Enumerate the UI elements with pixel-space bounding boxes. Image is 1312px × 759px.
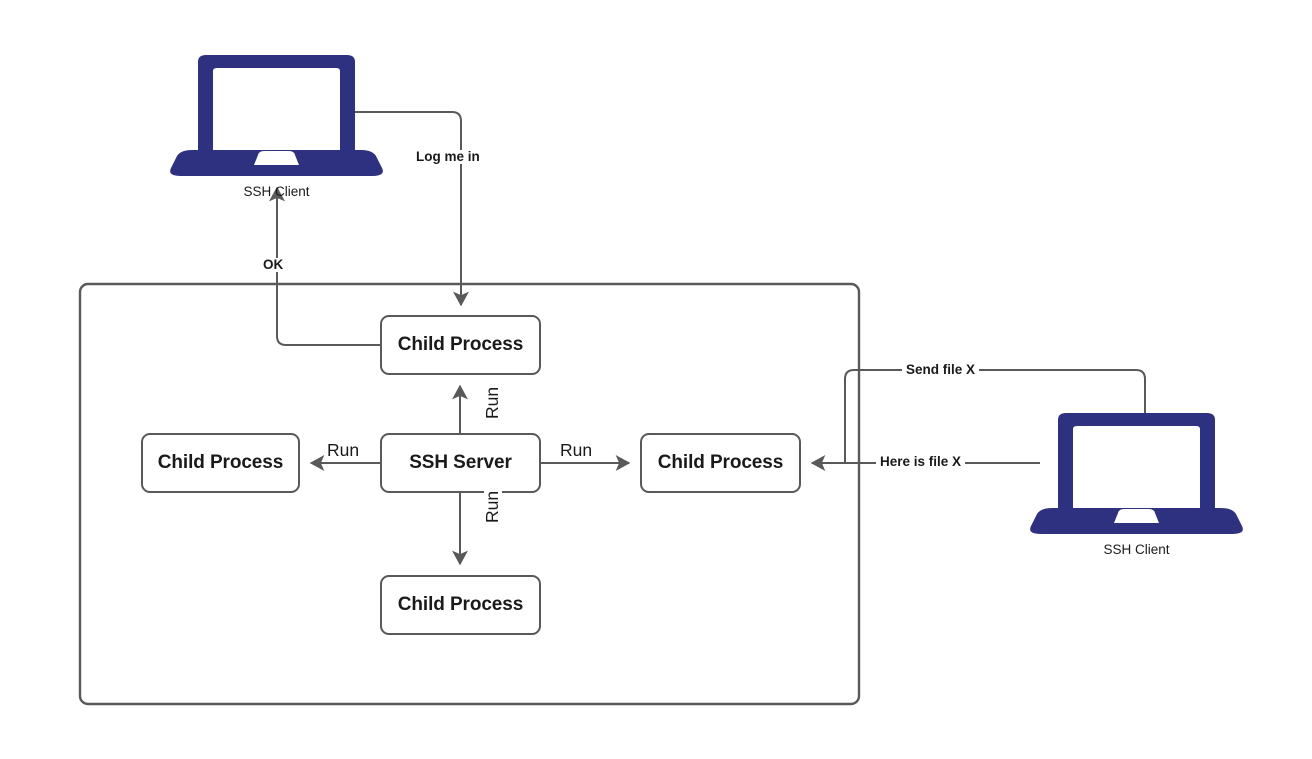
- edge-label-ok: OK: [263, 257, 284, 272]
- edge-ok: [269, 186, 380, 346]
- ssh-host-boundary: [78, 282, 861, 706]
- node-label: SSH Server: [409, 452, 512, 473]
- node-label: Child Process: [397, 594, 524, 615]
- node-ssh-server[interactable]: SSH Server: [380, 433, 541, 493]
- edge-label-log-me-in: Log me in: [416, 149, 480, 164]
- edge-label-run-right: Run: [560, 440, 593, 460]
- node-label: Child Process: [397, 334, 524, 355]
- node-child-left[interactable]: Child Process: [141, 433, 300, 493]
- edge-log-me-in: [355, 111, 469, 307]
- node-child-right[interactable]: Child Process: [640, 433, 801, 493]
- edge-label-run-down: Run: [482, 490, 502, 523]
- edge-send-file-x: [844, 369, 1146, 463]
- edge-label-here-is-file-x: Here is file X: [876, 455, 966, 469]
- laptop-icon-client-right: [1030, 413, 1243, 534]
- node-child-bottom[interactable]: Child Process: [380, 575, 541, 635]
- edge-label-run-up: Run: [482, 386, 502, 419]
- edge-label-run-left: Run: [327, 440, 360, 460]
- node-label: Child Process: [157, 452, 284, 473]
- device-label-client-top: SSH Client: [243, 184, 310, 199]
- node-child-top[interactable]: Child Process: [380, 315, 541, 375]
- edge-label-send-file-x: Send file X: [902, 363, 980, 377]
- node-label: Child Process: [657, 452, 784, 473]
- laptop-icon-client-top: [170, 55, 383, 176]
- device-label-client-right: SSH Client: [1103, 542, 1170, 557]
